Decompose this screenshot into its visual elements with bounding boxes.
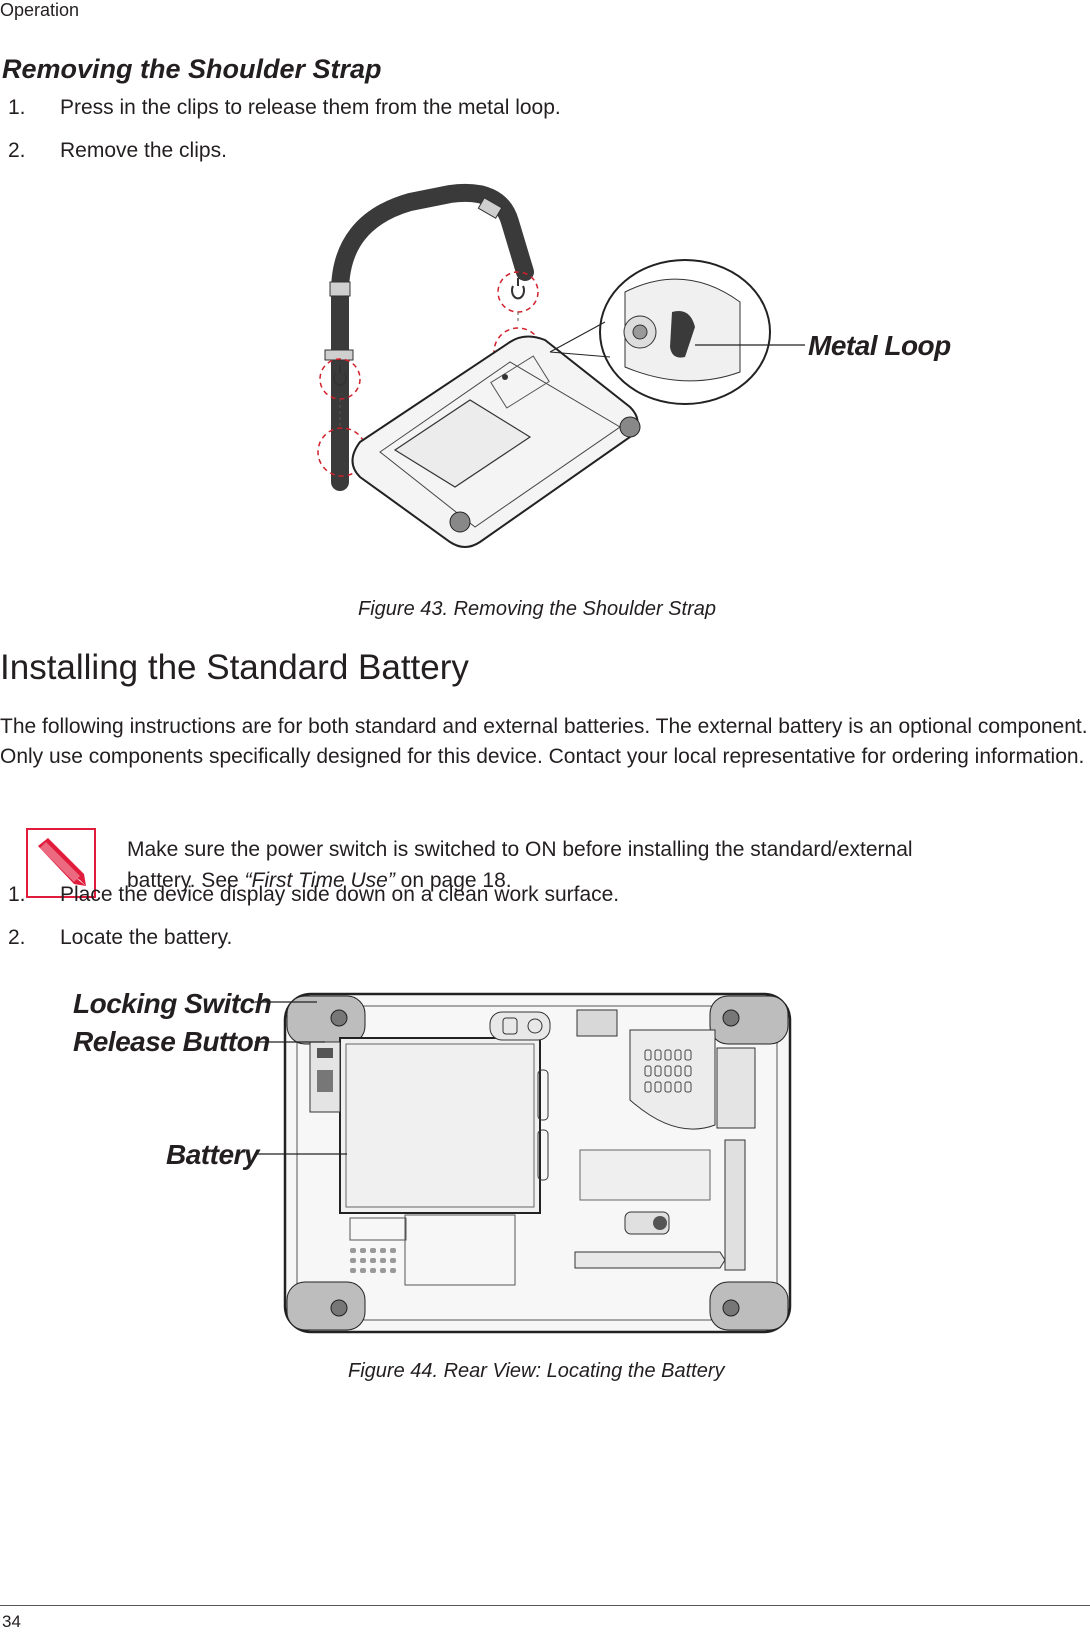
callout-locking-switch: Locking Switch xyxy=(73,988,272,1019)
note-line-2: battery. See “First Time Use” on page 18… xyxy=(127,865,1077,896)
running-header: Operation xyxy=(0,0,80,20)
step-1-place-device: 1. Place the device display side down on… xyxy=(8,883,1008,911)
step-1-press-clips: 1. Press in the clips to release them fr… xyxy=(8,96,1008,124)
note-power-switch: Make sure the power switch is switched t… xyxy=(127,834,1077,896)
note-line-1: Make sure the power switch is switched t… xyxy=(127,838,913,861)
battery-intro-paragraph: The following instructions are for both … xyxy=(0,715,1088,768)
step-text: Place the device display side down on a … xyxy=(60,883,620,906)
pencil-note-icon xyxy=(26,828,96,898)
step-number: 2. xyxy=(8,926,26,949)
note-first-time-use-link[interactable]: “First Time Use” xyxy=(244,869,395,892)
step-number: 2. xyxy=(8,139,26,162)
step-text: Locate the battery. xyxy=(60,926,233,949)
step-text: Press in the clips to release them from … xyxy=(60,96,561,119)
section-heading-shoulder-strap: Removing the Shoulder Strap xyxy=(2,54,382,84)
callout-release-button: Release Button xyxy=(73,1026,270,1057)
step-2-remove-clips: 2. Remove the clips. xyxy=(8,139,1008,167)
step-2-locate-battery: 2. Locate the battery. xyxy=(8,926,1008,954)
shoulder-strap-illustration xyxy=(317,183,805,548)
step-text: Remove the clips. xyxy=(60,139,227,162)
figure-caption-43: Figure 43. Removing the Shoulder Strap xyxy=(358,598,716,620)
note-prefix: battery. See xyxy=(127,869,245,892)
step-number: 1. xyxy=(8,883,26,906)
rear-view-illustration xyxy=(255,992,792,1334)
footer-divider xyxy=(0,1605,1090,1606)
callout-metal-loop: Metal Loop xyxy=(808,330,951,361)
note-suffix: on page 18. xyxy=(394,869,512,892)
callout-battery: Battery xyxy=(166,1139,259,1170)
section-heading-battery: Installing the Standard Battery xyxy=(0,648,469,687)
figure-caption-44: Figure 44. Rear View: Locating the Batte… xyxy=(348,1360,725,1382)
page-number: 34 xyxy=(2,1612,21,1631)
step-number: 1. xyxy=(8,96,26,119)
